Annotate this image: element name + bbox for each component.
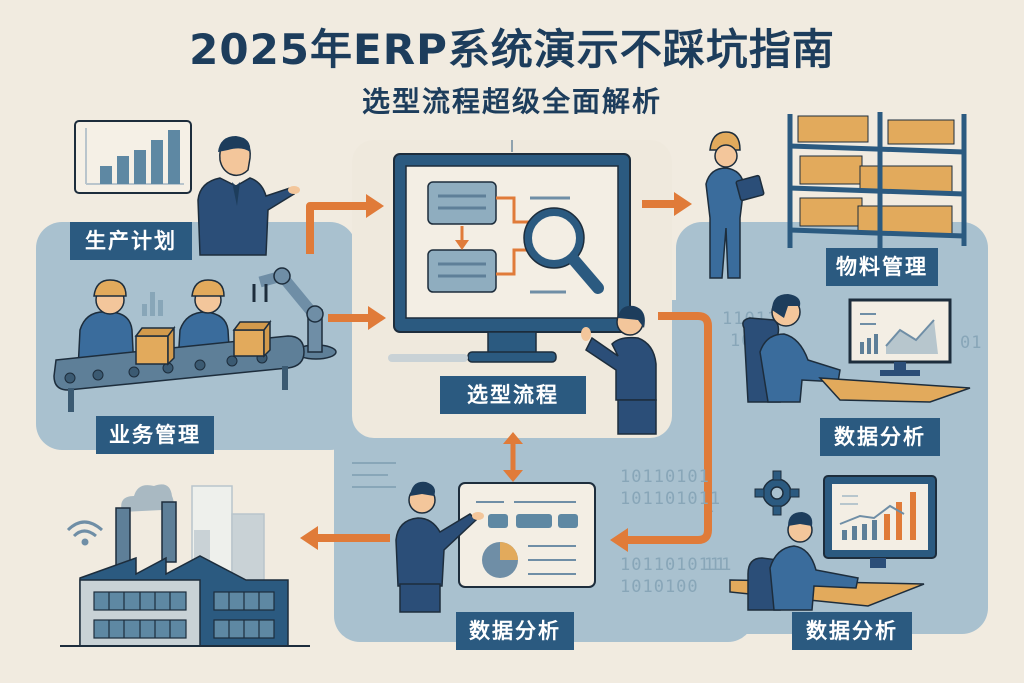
- arrow-selection-to-dashboard: [610, 312, 712, 552]
- label-material-management: 物料管理: [826, 248, 938, 286]
- label-business-management: 业务管理: [96, 416, 214, 454]
- label-production-planning: 生产计划: [70, 222, 192, 260]
- factory-icon: [60, 484, 310, 647]
- dashboard-presenter-figure: [395, 481, 484, 613]
- bar-chart-icon: [74, 120, 192, 194]
- arrow-selection-to-material: [642, 192, 692, 216]
- line-decor: [352, 462, 402, 488]
- label-selection-process: 选型流程: [440, 376, 586, 414]
- pointing-man-figure: [581, 305, 657, 435]
- label-data-analysis-3: 数据分析: [792, 612, 912, 650]
- arrow-production-to-selection: [306, 194, 384, 254]
- page-title: 2025年ERP系统演示不踩坑指南: [189, 25, 835, 74]
- page-subtitle: 选型流程超级全面解析: [361, 85, 662, 118]
- label-data-analysis-2: 数据分析: [456, 612, 574, 650]
- pie-chart-icon: [458, 482, 596, 588]
- presenter-figure: [197, 136, 300, 256]
- monitor-icon: [388, 140, 631, 363]
- wifi-icon: [66, 520, 103, 546]
- analyst-desk-2: [729, 475, 937, 611]
- arrow-business-to-selection: [328, 306, 386, 330]
- arrow-dashboard-to-factory: [300, 526, 390, 550]
- double-arrow: [503, 432, 523, 482]
- analyst-desk-1: [742, 294, 971, 403]
- binary-decor-right-side: 01: [960, 333, 983, 353]
- shelf-icon: [787, 112, 967, 250]
- label-data-analysis-1: 数据分析: [820, 418, 940, 456]
- binary-decor-center: 10110101 101101011 1011010111 1010100: [620, 467, 733, 597]
- gear-icon: [754, 470, 800, 516]
- magnifier-icon: [523, 207, 604, 294]
- warehouse-worker-figure: [705, 131, 765, 279]
- conveyor-icon: [53, 267, 337, 412]
